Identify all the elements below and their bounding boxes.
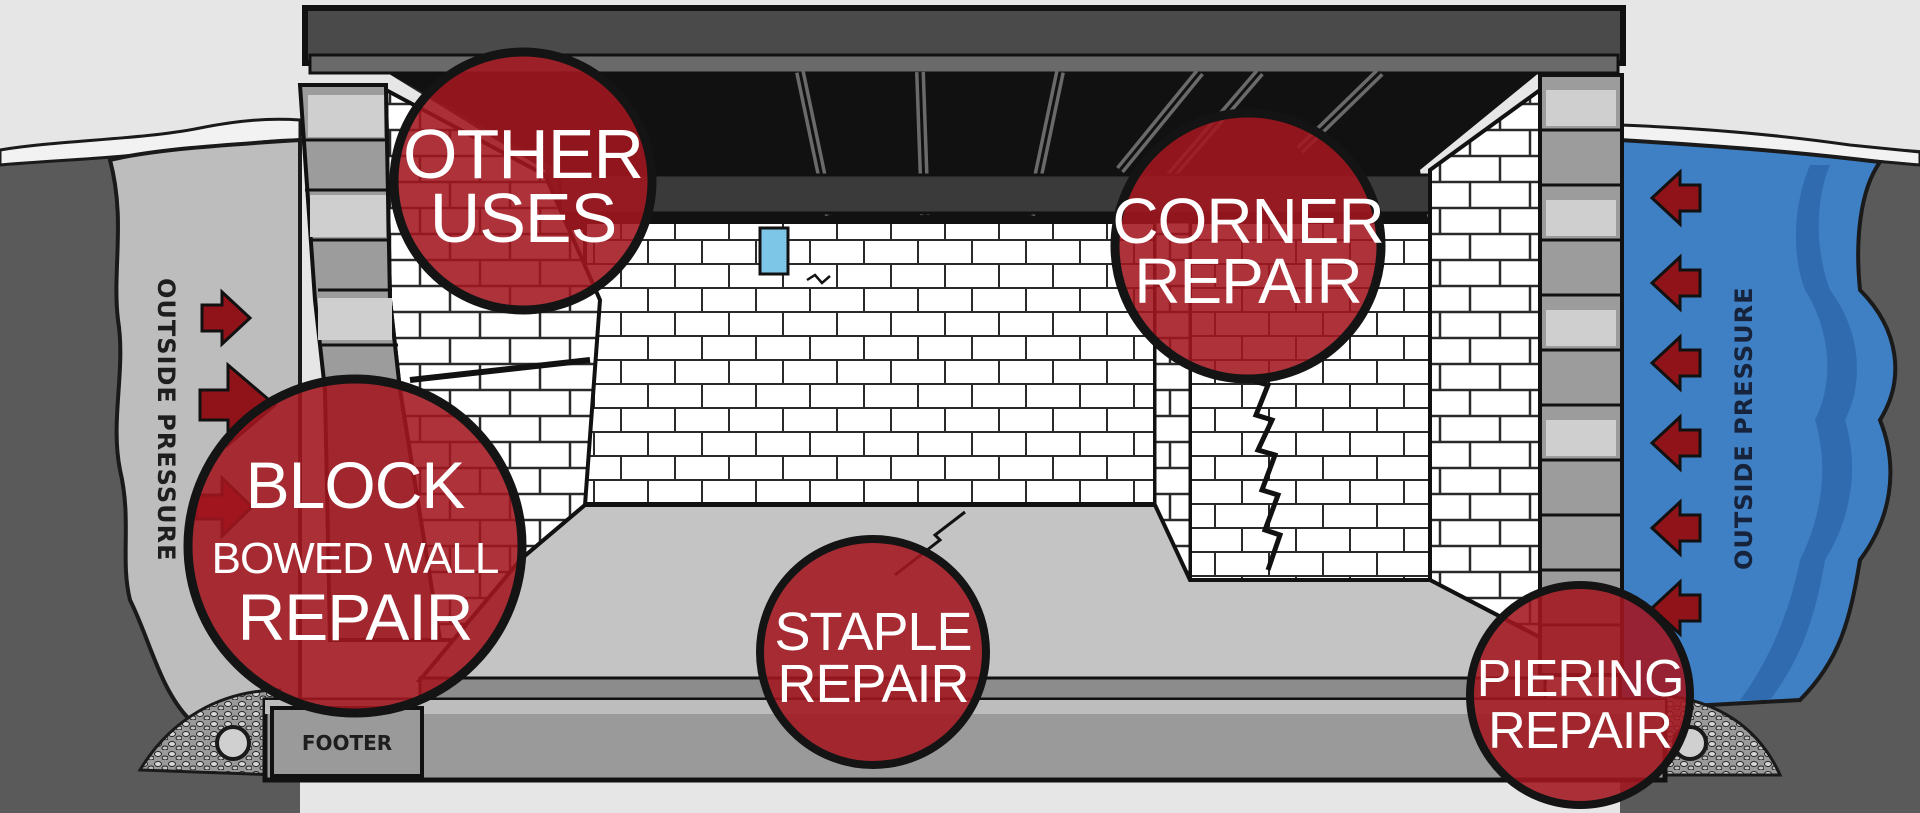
right-pressure-arrows [1649, 168, 1702, 638]
footer-label: FOOTER [302, 731, 392, 755]
staple-repair-label-line1: STAPLE [774, 602, 971, 662]
corner-repair-label-line1: CORNER [1112, 185, 1383, 257]
staple-repair-label-line2: REPAIR [777, 654, 968, 714]
arrow-left-icon [1649, 253, 1702, 313]
right-outside-pressure-label: OUTSIDE PRESSURE [1730, 287, 1758, 570]
block-repair-label-line3: REPAIR [238, 580, 473, 654]
right-side-wall [1153, 86, 1548, 644]
other-uses-hotspot[interactable]: OTHER USES [389, 47, 657, 315]
other-uses-label-line1: OTHER [403, 115, 643, 193]
arrow-left-icon [1649, 498, 1702, 558]
back-wall [583, 220, 1157, 506]
arrow-left-icon [1649, 413, 1702, 473]
block-repair-label-line2: BOWED WALL [212, 534, 499, 583]
gravel-left [137, 688, 282, 777]
piering-repair-label-line1: PIERING [1477, 650, 1684, 708]
left-outside-pressure-label: OUTSIDE PRESSURE [152, 278, 180, 561]
block-bowed-wall-repair-hotspot[interactable]: BLOCK BOWED WALL REPAIR [183, 374, 527, 718]
wall-crack [806, 273, 831, 285]
arrow-left-icon [1649, 333, 1702, 393]
footer-block [270, 706, 424, 778]
block-repair-label-line1: BLOCK [246, 448, 466, 522]
footing-slab: FOOTER [262, 697, 1668, 783]
basement-window [758, 226, 790, 276]
step-crack [1249, 377, 1284, 571]
right-soil [1618, 123, 1920, 813]
corner-repair-label-line2: REPAIR [1134, 245, 1362, 317]
arrow-left-icon [1649, 168, 1702, 228]
horizontal-crack [409, 357, 591, 383]
other-uses-label-line2: USES [430, 179, 617, 257]
right-block-column [1538, 73, 1624, 677]
arrow-right-icon [200, 288, 253, 348]
piering-repair-hotspot[interactable]: PIERING REPAIR [1466, 581, 1694, 809]
piering-repair-label-line2: REPAIR [1488, 702, 1672, 760]
staple-repair-hotspot[interactable]: STAPLE REPAIR [756, 535, 990, 769]
corner-repair-hotspot[interactable]: CORNER REPAIR [1110, 108, 1386, 384]
